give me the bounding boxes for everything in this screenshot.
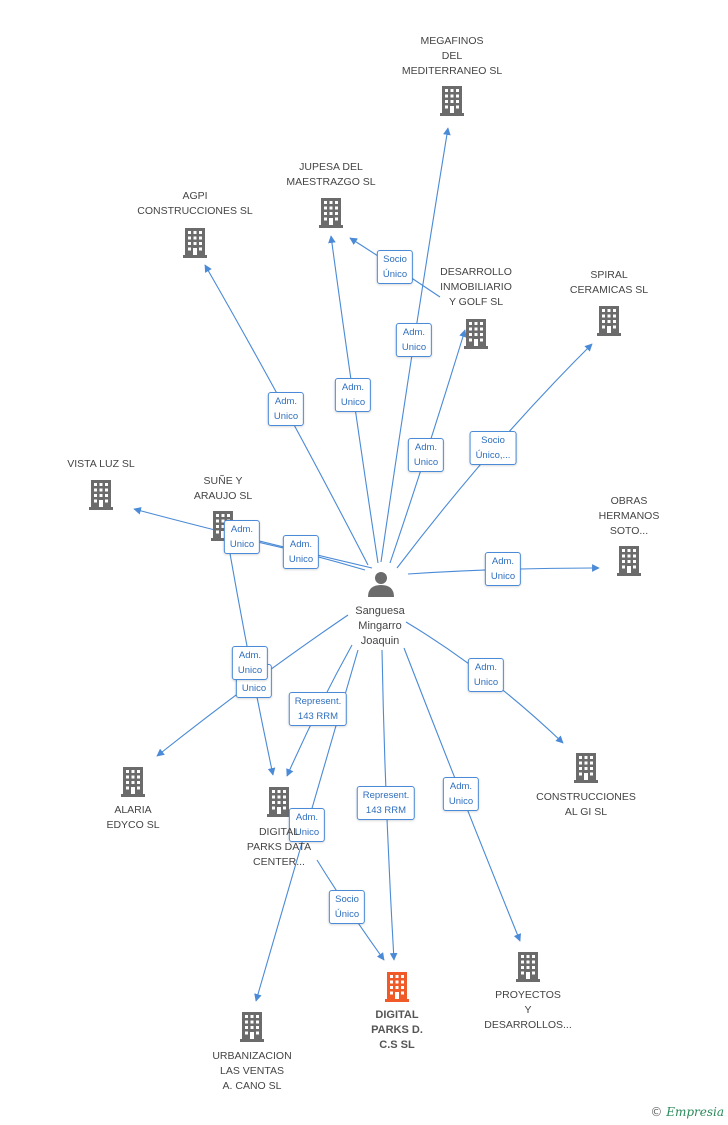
company-label: MEGAFINOS DEL MEDITERRANEO SL <box>401 35 503 77</box>
company-label: CONSTRUCCIONES AL GI SL <box>536 791 636 818</box>
building-icon[interactable] <box>440 86 464 116</box>
company-node-alaria[interactable]: ALARIA EDYCO SL <box>106 803 159 833</box>
edge-label-vista-luz[interactable]: Adm. Unico <box>223 520 261 554</box>
company-label: DIGITAL PARKS DATA CENTER... <box>246 826 312 868</box>
building-icon[interactable] <box>267 787 291 817</box>
company-label: DESARROLLO INMOBILIARIO Y GOLF SL <box>440 266 512 308</box>
company-node-desarrollo-golf[interactable]: DESARROLLO INMOBILIARIO Y GOLF SL <box>440 265 512 310</box>
building-icon[interactable] <box>319 198 343 228</box>
edge-label-spiral[interactable]: Socio Único,... <box>469 431 517 465</box>
edge-label-proyectos[interactable]: Adm. Unico <box>442 777 480 811</box>
edges-layer <box>133 127 600 1002</box>
company-node-digital-center[interactable]: DIGITAL PARKS DATA CENTER... <box>247 825 311 870</box>
edge-label-construcciones-gi[interactable]: Adm. Unico <box>467 658 505 692</box>
edge-label-digital-center[interactable]: Adm. Unico <box>231 646 269 680</box>
company-node-jupesa[interactable]: JUPESA DEL MAESTRAZGO SL <box>286 160 375 190</box>
company-node-urbanizacion[interactable]: URBANIZACION LAS VENTAS A. CANO SL <box>212 1049 291 1094</box>
edge-label-jupesa[interactable]: Socio Único <box>376 250 414 284</box>
edge-label-megafinos[interactable]: Adm. Unico <box>395 323 433 357</box>
company-node-sune[interactable]: SUÑE Y ARAUJO SL <box>194 474 252 504</box>
company-node-obras[interactable]: OBRAS HERMANOS SOTO... <box>599 494 660 539</box>
building-icon[interactable] <box>617 546 641 576</box>
company-node-megafinos[interactable]: MEGAFINOS DEL MEDITERRANEO SL <box>402 34 502 79</box>
person-name-label[interactable]: Sanguesa Mingarro Joaquin <box>355 605 405 647</box>
building-icon[interactable] <box>574 753 598 783</box>
company-node-digital-cs[interactable]: DIGITAL PARKS D. C.S SL <box>371 1008 423 1053</box>
edge-label-obras[interactable]: Adm. Unico <box>484 552 522 586</box>
building-icon[interactable] <box>516 952 540 982</box>
edge-label-digital-cs[interactable]: Represent. 143 RRM <box>356 786 416 820</box>
edge-label-digital-center[interactable]: Represent. 143 RRM <box>288 692 348 726</box>
company-label: ALARIA EDYCO SL <box>106 804 160 831</box>
edge-label-digital-cs[interactable]: Socio Único <box>328 890 366 924</box>
copyright-symbol: © <box>650 1105 663 1119</box>
building-icon[interactable] <box>183 228 207 258</box>
company-label: PROYECTOS Y DESARROLLOS... <box>484 989 572 1031</box>
company-label: JUPESA DEL MAESTRAZGO SL <box>286 161 376 188</box>
company-label: VISTA LUZ SL <box>67 458 135 470</box>
company-label: DIGITAL PARKS D. C.S SL <box>371 1009 423 1051</box>
brand-name: Empresia <box>666 1105 724 1119</box>
company-node-vista-luz[interactable]: VISTA LUZ SL <box>67 457 135 472</box>
company-label: AGPI CONSTRUCCIONES SL <box>137 190 253 217</box>
building-icon[interactable] <box>464 319 488 349</box>
building-icon[interactable] <box>240 1012 264 1042</box>
company-node-agpi[interactable]: AGPI CONSTRUCCIONES SL <box>137 189 253 219</box>
company-label: SPIRAL CERAMICAS SL <box>569 269 649 296</box>
edge-label-jupesa[interactable]: Adm. Unico <box>334 378 372 412</box>
building-icon[interactable] <box>597 306 621 336</box>
company-label: URBANIZACION LAS VENTAS A. CANO SL <box>212 1050 292 1092</box>
person-icon[interactable] <box>368 572 394 597</box>
edge-label-agpi[interactable]: Adm. Unico <box>267 392 305 426</box>
company-node-construcciones-gi[interactable]: CONSTRUCCIONES AL GI SL <box>536 790 636 820</box>
edge-label-desarrollo-golf[interactable]: Adm. Unico <box>407 438 445 472</box>
company-node-proyectos[interactable]: PROYECTOS Y DESARROLLOS... <box>484 988 572 1033</box>
nodes-layer <box>89 86 641 1042</box>
company-node-spiral[interactable]: SPIRAL CERAMICAS SL <box>570 268 648 298</box>
edge-label-urbanizacion[interactable]: Adm. Unico <box>288 808 326 842</box>
company-label: OBRAS HERMANOS SOTO... <box>598 495 660 537</box>
building-icon[interactable] <box>121 767 145 797</box>
building-icon[interactable] <box>89 480 113 510</box>
building-icon[interactable] <box>385 972 409 1002</box>
footer-brand[interactable]: © Empresia <box>650 1105 724 1119</box>
edge-label-vista-luz-b[interactable]: Adm. Unico <box>282 535 320 569</box>
company-label: SUÑE Y ARAUJO SL <box>193 475 253 502</box>
